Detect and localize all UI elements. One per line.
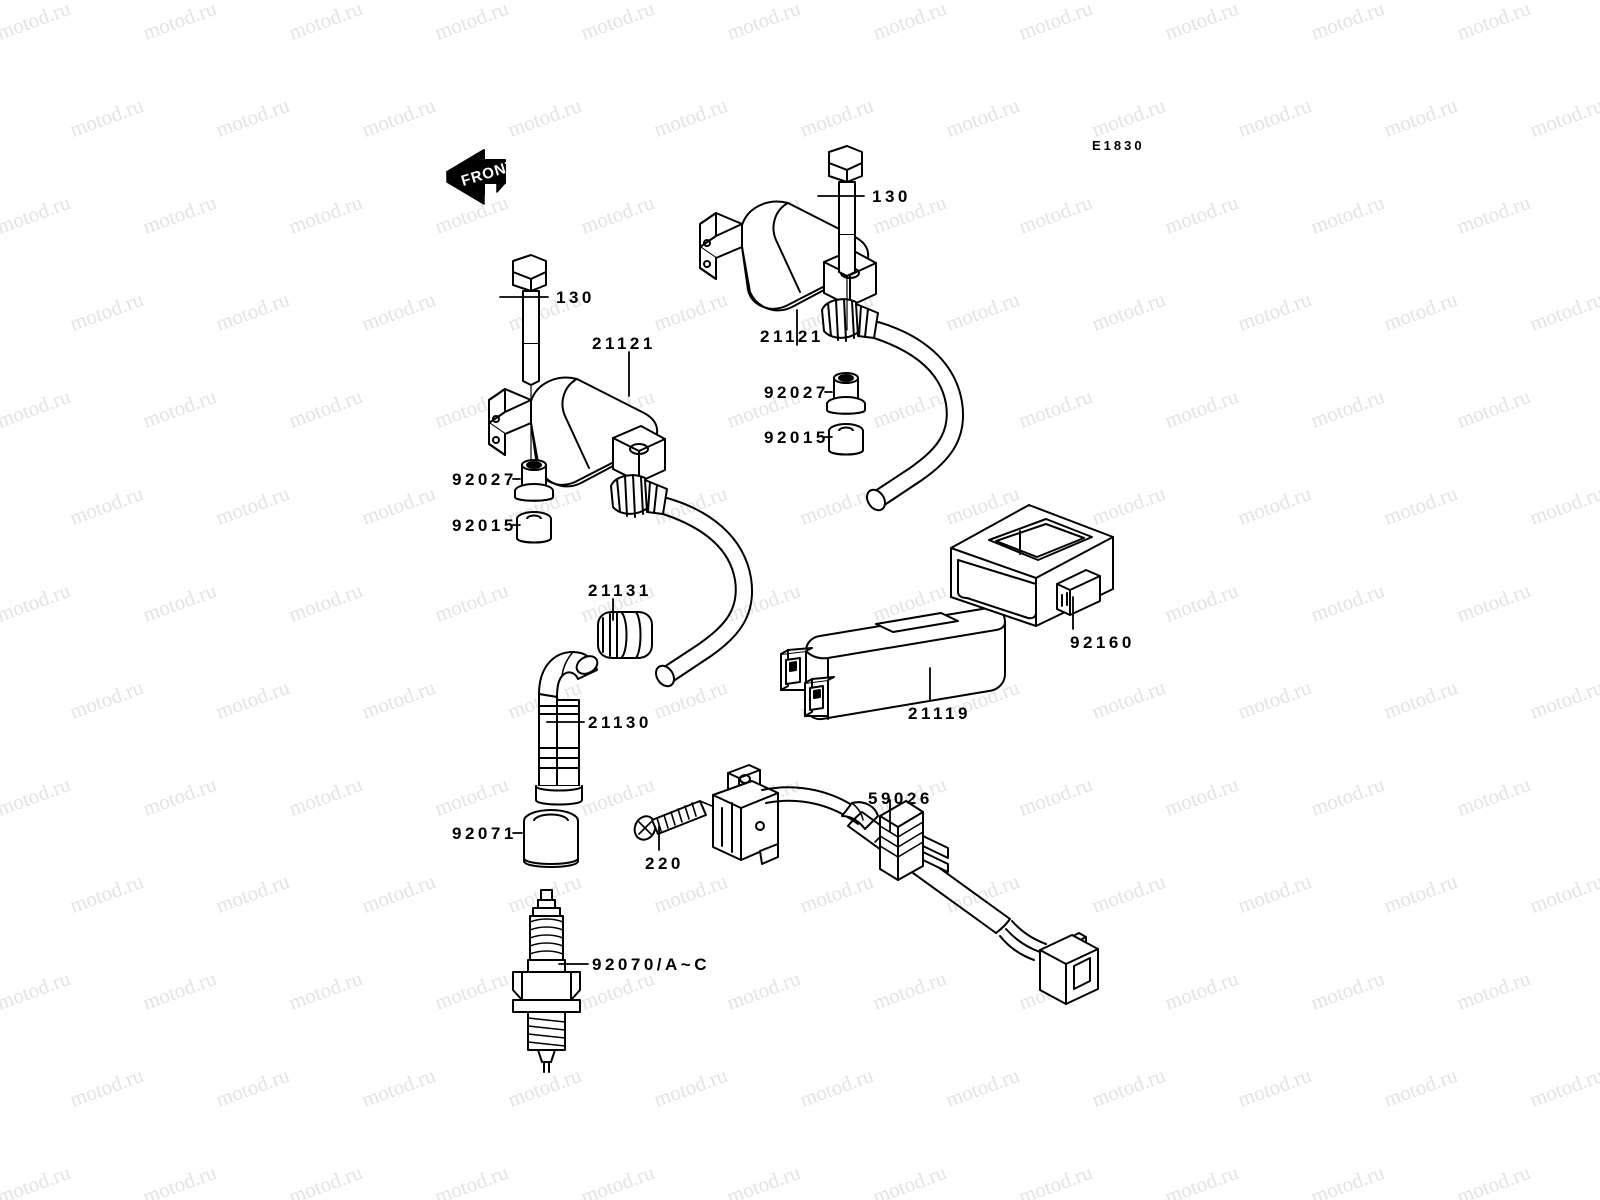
label-21130: 21130 <box>588 713 652 732</box>
igniter-unit-21119 <box>780 606 1006 721</box>
ht-lead-left <box>655 497 754 688</box>
bolt-130-left <box>512 254 547 463</box>
label-21121-left: 21121 <box>592 334 656 353</box>
label-92015-left: 92015 <box>452 516 517 535</box>
label-92015-right: 92015 <box>764 428 829 447</box>
screw-220 <box>633 800 713 841</box>
grommet-92071 <box>523 809 579 868</box>
label-92027-left: 92027 <box>452 470 517 489</box>
label-220: 220 <box>645 854 684 873</box>
nut-92015-left <box>516 511 552 544</box>
spark-plug-92070 <box>512 889 581 1073</box>
label-21119: 21119 <box>908 704 971 723</box>
ignition-coil-right <box>699 200 879 342</box>
pickup-coil-59026 <box>712 764 1099 1005</box>
nut-92015-right <box>828 423 864 456</box>
label-59026: 59026 <box>868 789 933 808</box>
collar-92027-left <box>514 459 554 502</box>
label-21131: 21131 <box>588 581 652 600</box>
label-92071: 92071 <box>452 824 517 843</box>
front-arrow-icon: FRONT <box>446 149 518 205</box>
label-21121-right: 21121 <box>760 327 824 346</box>
spark-plug-cap-21130 <box>535 651 599 806</box>
label-92160: 92160 <box>1070 633 1135 652</box>
label-92070: 92070/A~C <box>592 955 710 974</box>
collar-92027-right <box>826 372 866 415</box>
label-130-right: 130 <box>872 187 911 206</box>
label-130-left: 130 <box>556 288 595 307</box>
label-leader-lines <box>499 195 1074 965</box>
damper-92160 <box>950 504 1114 627</box>
ignition-coil-left <box>488 376 668 518</box>
plug-terminal-21131 <box>597 611 653 659</box>
ht-lead-right <box>866 321 965 512</box>
label-92027-right: 92027 <box>764 383 829 402</box>
figure-code: E1830 <box>1092 138 1145 153</box>
